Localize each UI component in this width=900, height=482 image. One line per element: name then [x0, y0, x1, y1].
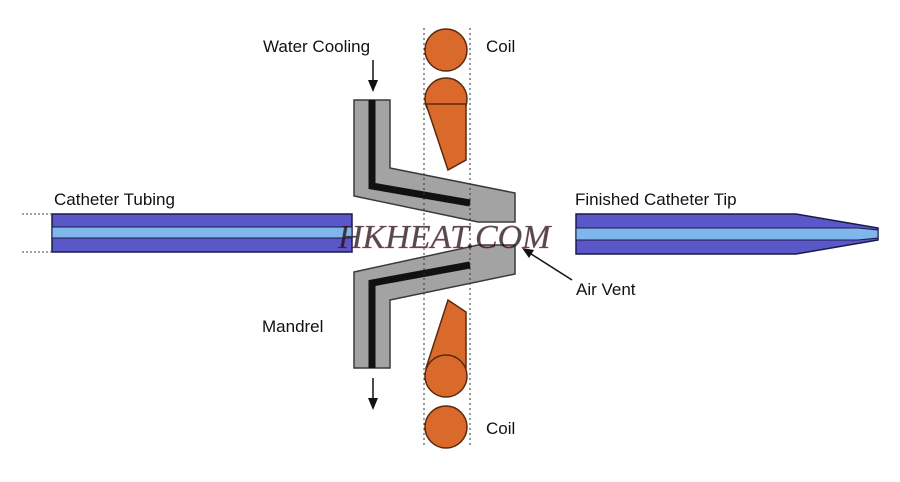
- arrow-down-icon: [368, 60, 378, 92]
- coil-turn-top-1: [424, 28, 468, 72]
- tip-inner: [575, 227, 879, 241]
- mandrel-lower: [353, 244, 516, 369]
- arrow-pointer-icon: [522, 248, 573, 281]
- label-coil-bottom: Coil: [486, 419, 515, 438]
- catheter-tubing-left: [22, 213, 353, 253]
- label-catheter-tubing: Catheter Tubing: [54, 190, 175, 209]
- coil-lower: [424, 298, 468, 449]
- mandrel-upper: [353, 99, 516, 223]
- label-water-cooling: Water Cooling: [263, 37, 370, 56]
- coil-upper: [424, 28, 468, 172]
- label-air-vent: Air Vent: [576, 280, 636, 299]
- coil-turn-top-3: [424, 103, 467, 172]
- finished-catheter-tip: [575, 213, 879, 255]
- label-mandrel: Mandrel: [262, 317, 323, 336]
- cooling-channel-lower: [368, 261, 471, 368]
- tube-left-inner: [51, 226, 353, 239]
- coil-turn-bottom-3: [424, 405, 468, 449]
- cooling-channel-upper: [368, 100, 471, 207]
- arrow-down-icon: [368, 378, 378, 410]
- coil-turn-bottom-2: [424, 354, 468, 398]
- label-finished-catheter-tip: Finished Catheter Tip: [575, 190, 737, 209]
- label-coil-top: Coil: [486, 37, 515, 56]
- watermark: HKHEAT.COM: [337, 219, 552, 256]
